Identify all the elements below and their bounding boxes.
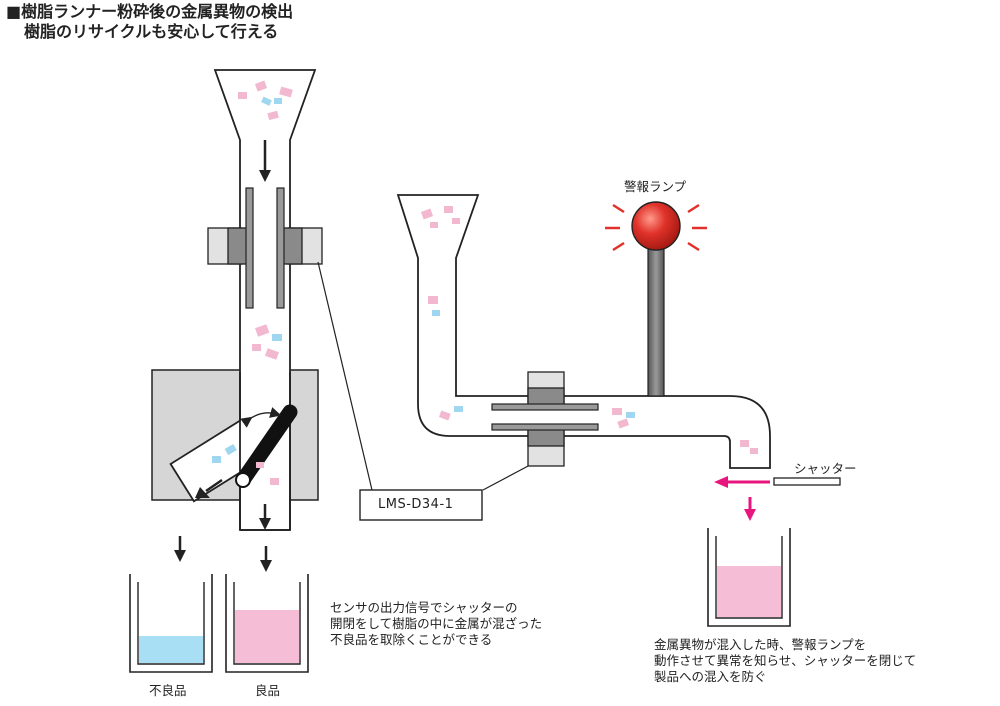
pellets-right [420,206,758,454]
left-explanation-line: センサの出力信号でシャッターの [330,600,518,615]
sensor-leader-left [317,261,373,491]
right-hopper-pipe [396,194,771,469]
right-explanation-line: 動作させて異常を知らせ、シャッターを閉じて [654,653,917,668]
good-bin-label: 良品 [255,683,281,698]
left-explanation: センサの出力信号でシャッターの 開閉をして樹脂の中に金属が混ざった 不良品を取除… [330,600,542,648]
alarm-lamp-label: 警報ランプ [624,179,687,194]
alarm-lamp [605,201,707,397]
product-bin [707,528,791,627]
diverter-flap [235,404,298,488]
pellets-left [212,80,293,485]
metal-sensor-left [207,187,323,309]
shutter-arrow [714,476,770,488]
right-explanation-line: 製品への混入を防ぐ [654,669,767,684]
metal-sensor-right [491,371,599,467]
flow-arrows-left [174,140,272,572]
sensor-model-label: LMS-D34-1 [378,497,454,512]
right-explanation: 金属異物が混入した時、警報ランプを 動作させて異常を知らせ、シャッターを閉じて … [654,637,916,685]
reject-bin-label: 不良品 [149,683,187,698]
title-line-2: 樹脂のリサイクルも安心して行える [24,22,279,41]
sensor-model-box [359,489,483,521]
reject-bin [129,574,213,673]
sensor-leader-right [482,464,531,491]
diagram-title: ■樹脂ランナー粉砕後の金属異物の検出 樹脂のリサイクルも安心して行える [6,2,293,42]
title-line-1: ■樹脂ランナー粉砕後の金属異物の検出 [6,2,294,21]
shutter-plate [773,477,841,486]
shutter-label: シャッター [794,461,857,476]
good-bin [225,574,309,673]
right-explanation-line: 金属異物が混入した時、警報ランプを [654,637,867,652]
drop-arrow-right [744,497,756,521]
left-explanation-line: 不良品を取除くことができる [330,632,493,647]
left-explanation-line: 開閉をして樹脂の中に金属が混ざった [330,616,543,631]
